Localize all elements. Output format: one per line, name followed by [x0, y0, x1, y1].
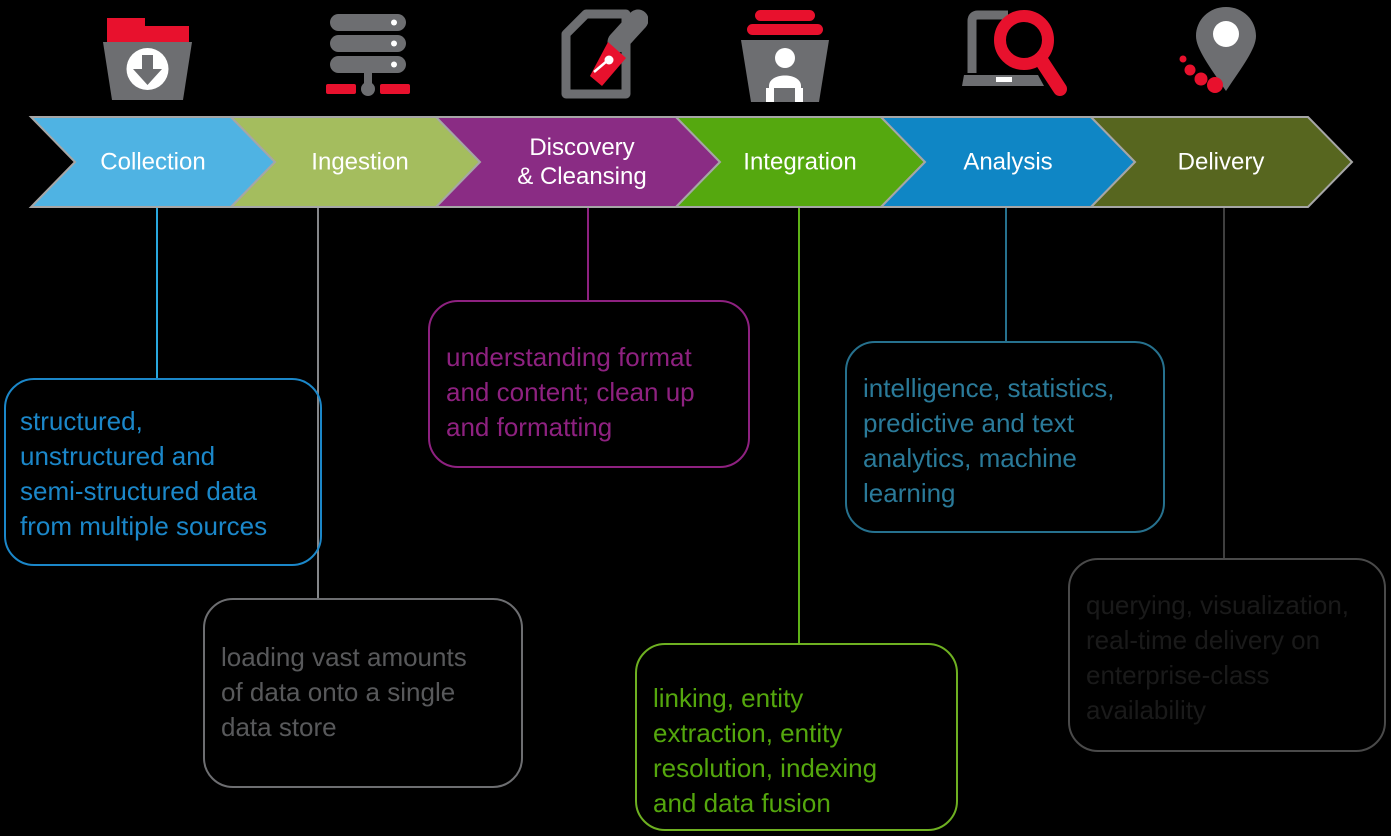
stage-label-analysis: Analysis — [963, 148, 1053, 176]
description-box-analysis: intelligence, statistics, predictive and… — [845, 341, 1165, 533]
map-pin-icon — [1179, 7, 1256, 93]
connector-integration — [798, 208, 800, 643]
connector-discovery — [587, 208, 589, 300]
server-stack-icon — [326, 14, 410, 96]
process-chevron-band — [28, 116, 1354, 208]
stage-label-integration: Integration — [743, 148, 857, 176]
folder-download-icon — [103, 18, 192, 100]
connector-analysis — [1005, 208, 1007, 341]
stage-label-ingestion: Ingestion — [311, 148, 409, 176]
description-box-integration: linking, entity extraction, entity resol… — [635, 643, 958, 831]
laptop-search-icon — [962, 10, 1067, 96]
description-box-ingestion: loading vast amounts of data onto a sing… — [203, 598, 523, 788]
chevron-delivery — [1088, 116, 1354, 208]
stage-label-collection: Collection — [100, 148, 206, 176]
data-box-user-icon — [741, 10, 829, 102]
connector-delivery — [1223, 208, 1225, 558]
connector-collection — [156, 208, 158, 378]
description-box-delivery: querying, visualization, real-time deliv… — [1068, 558, 1386, 752]
description-box-collection: structured, unstructured and semi-struct… — [4, 378, 322, 566]
document-pen-icon — [561, 9, 648, 99]
stage-label-delivery: Delivery — [1177, 148, 1265, 176]
stage-label-discovery: Discovery & Cleansing — [517, 134, 647, 190]
description-box-discovery: understanding format and content; clean … — [428, 300, 750, 468]
